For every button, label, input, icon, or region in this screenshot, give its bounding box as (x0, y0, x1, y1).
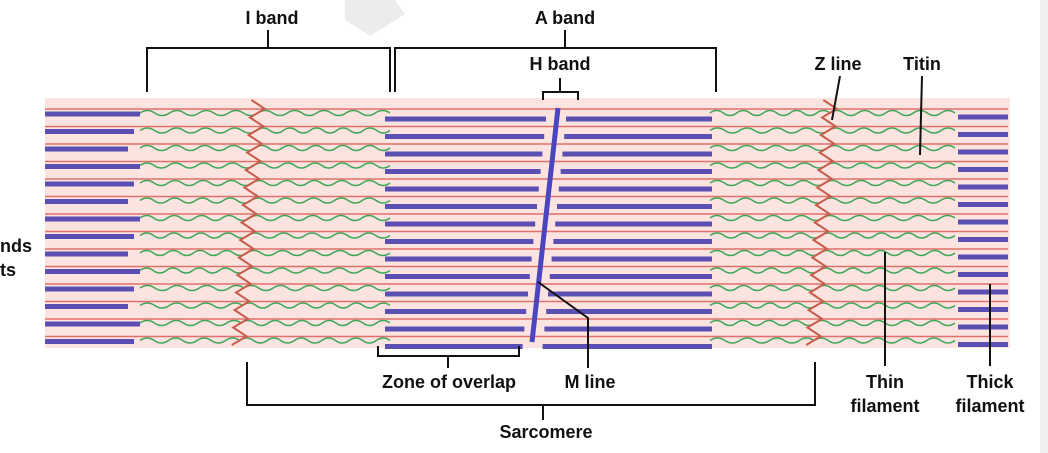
titin-filament (825, 162, 956, 169)
titin-filament (254, 144, 391, 152)
titin-filament (139, 179, 253, 187)
titin-filament (246, 249, 391, 257)
m-line-label: M line (564, 372, 615, 392)
titin-filament (139, 144, 256, 152)
titin-filament (709, 109, 831, 117)
zone-of-overlap-label: Zone of overlap (382, 372, 516, 392)
partial-left-label-1: nds (0, 236, 32, 256)
z-line (231, 99, 267, 346)
titin-filament (249, 214, 391, 222)
a-band-label: A band (535, 8, 595, 28)
z-line (805, 99, 839, 346)
titin-filament (257, 109, 391, 117)
titin-filament (817, 284, 956, 292)
titin-filament (139, 197, 252, 204)
titin-filament (243, 284, 391, 292)
titin-filament (709, 179, 826, 187)
titin-filament (824, 179, 956, 187)
titin-filament (709, 127, 830, 134)
titin-filament (139, 249, 248, 257)
titin-filament (709, 232, 822, 239)
titin-filament (139, 319, 242, 327)
titin-filament (829, 109, 956, 117)
thick-filaments (45, 111, 1008, 349)
titin-filament (139, 232, 249, 239)
scroll-gutter (1040, 0, 1048, 453)
titin-filament (250, 197, 391, 204)
titin-filament (139, 127, 258, 134)
titin-filament (139, 162, 255, 169)
titin-filament (709, 267, 820, 274)
thin-filament-label-2: filament (850, 396, 919, 416)
titin-filament (256, 127, 391, 134)
titin-filament (820, 232, 956, 239)
titin-filament (251, 179, 391, 187)
titin-filaments (139, 109, 956, 344)
titin-filament (709, 249, 821, 257)
titin-label: Titin (903, 54, 941, 74)
titin-filament (709, 284, 819, 292)
titin-filament (240, 319, 391, 327)
thick-filament-label-2: filament (955, 396, 1024, 416)
titin-filament (827, 144, 956, 152)
i-band-bracket (146, 47, 391, 92)
thick-filament-label-1: Thick (966, 372, 1014, 392)
titin-filament (822, 214, 956, 222)
m-line-pointer (537, 281, 589, 368)
titin-filament (709, 337, 815, 344)
titin-filament (139, 109, 259, 117)
m-line (529, 107, 561, 343)
titin-filament (139, 337, 241, 344)
thin-filament-label-1: Thin (866, 372, 904, 392)
titin-filament (709, 319, 816, 327)
titin-filament (253, 162, 391, 169)
titin-filament (247, 232, 391, 239)
titin-filament (709, 302, 817, 309)
titin-filament (242, 302, 391, 309)
z-lines (231, 99, 839, 346)
i-band-label: I band (246, 8, 299, 28)
titin-pointer (919, 75, 923, 156)
arrow-shape-icon (345, 0, 405, 36)
titin-filament (244, 267, 391, 274)
titin-filament (709, 197, 825, 204)
titin-filament (139, 284, 245, 292)
titin-filament (239, 337, 391, 344)
titin-filament (709, 144, 828, 152)
titin-filament (828, 127, 956, 134)
a-band-bracket (394, 47, 717, 92)
titin-filament (709, 162, 827, 169)
partial-left-label-2: ts (0, 260, 16, 280)
h-band-label: H band (530, 54, 591, 74)
titin-filament (139, 214, 251, 222)
titin-filament (818, 267, 956, 274)
z-line-label: Z line (814, 54, 861, 74)
titin-filament (819, 249, 956, 257)
titin-filament (823, 197, 956, 204)
thin-filaments (45, 108, 1008, 338)
sarcomere-bracket (246, 362, 816, 406)
sarcomere-label: Sarcomere (499, 422, 592, 442)
titin-filament (139, 302, 244, 309)
titin-filament (139, 267, 246, 274)
z-line-pointer (831, 75, 841, 121)
titin-filament (709, 214, 824, 222)
